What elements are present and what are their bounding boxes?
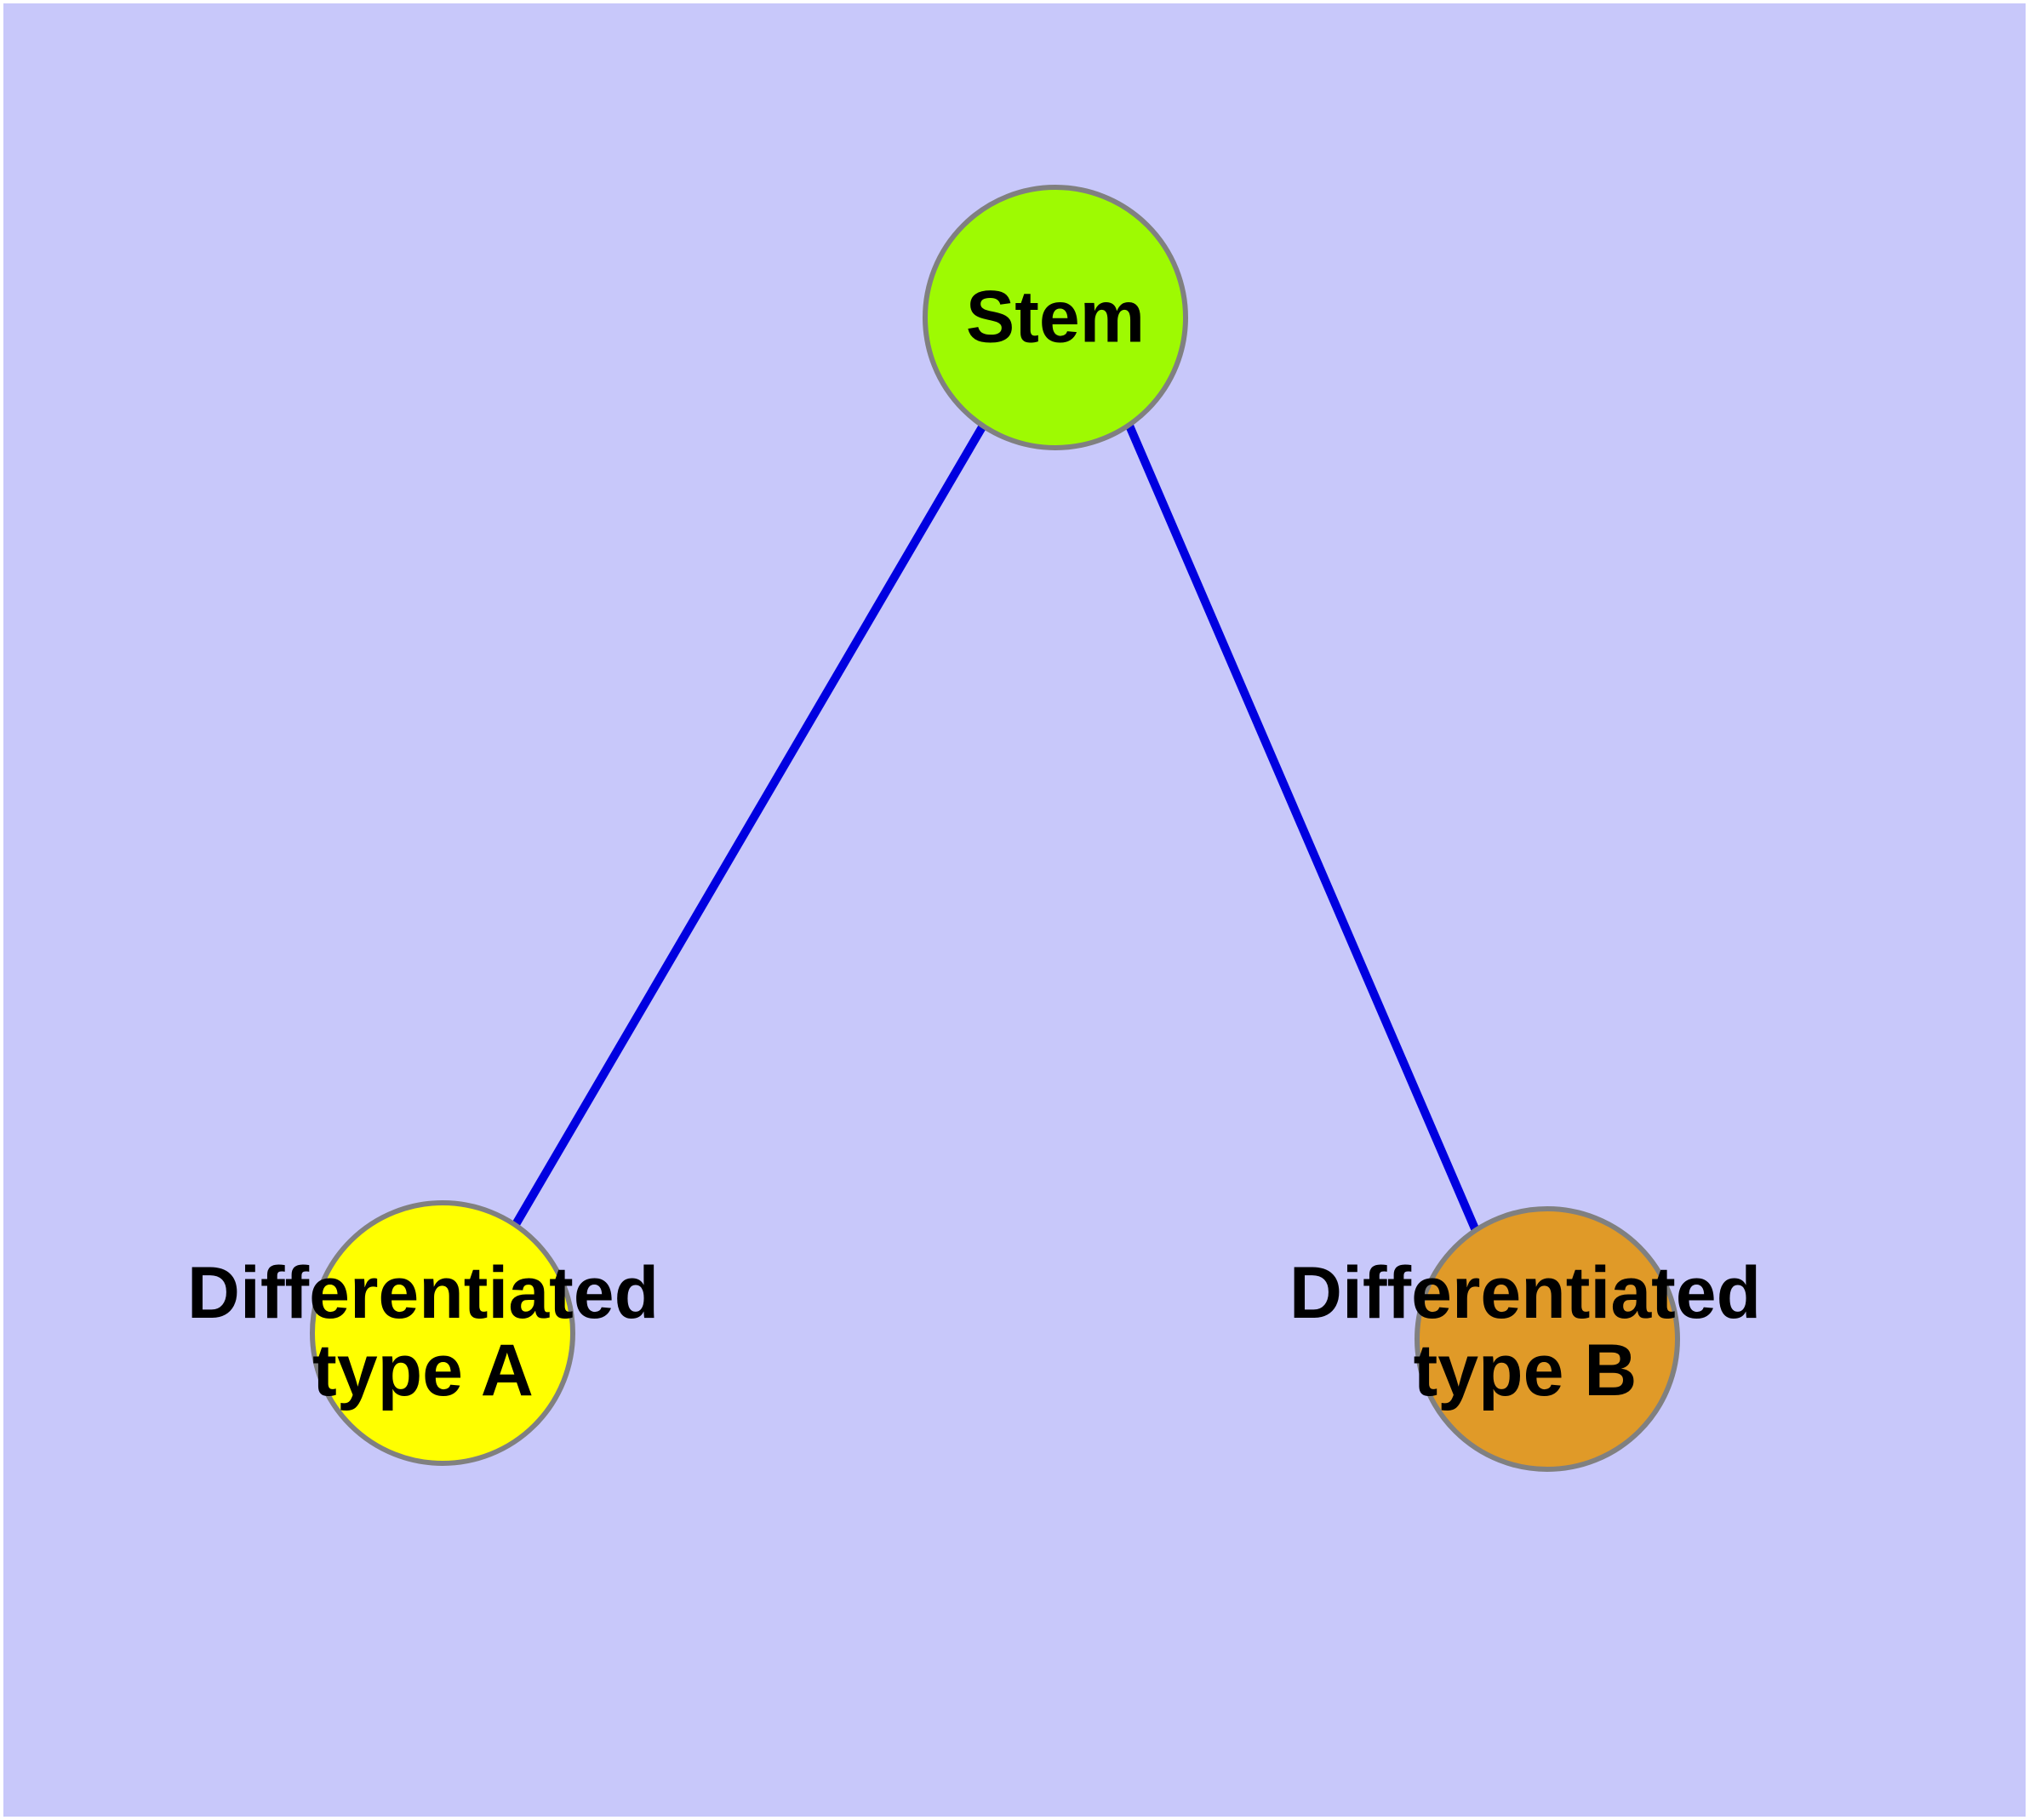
node-circle-stem[interactable] xyxy=(923,185,1188,450)
edge-stem-to-differentiated-type-b xyxy=(1125,424,1481,1234)
node-circle-differentiated-type-b[interactable] xyxy=(1415,1206,1680,1472)
node-layer xyxy=(310,185,1680,1472)
edge-stem-to-differentiated-type-a xyxy=(511,423,987,1228)
node-circle-differentiated-type-a[interactable] xyxy=(310,1200,575,1466)
edge-layer xyxy=(511,423,1481,1234)
